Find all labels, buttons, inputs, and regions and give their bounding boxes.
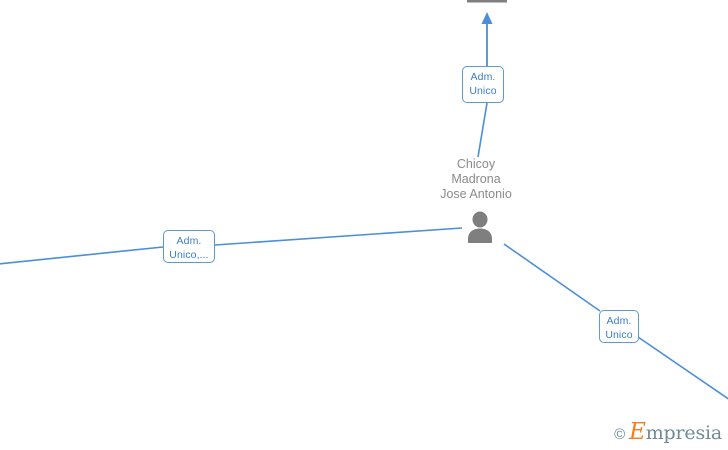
edge-label-adm-unico-top[interactable]: Adm. Unico	[462, 66, 504, 103]
brand-name: Empresia	[629, 421, 722, 444]
edge-bottom-right	[503, 243, 728, 400]
watermark-empresia: © Empresia	[614, 421, 722, 444]
person-icon	[468, 211, 492, 243]
copyright-icon: ©	[614, 426, 626, 443]
node-person-label: Chicoy Madrona Jose Antonio	[440, 157, 512, 201]
building-icon	[467, 0, 507, 3]
edge-left	[0, 227, 463, 265]
edge-person-to-company	[477, 12, 493, 158]
node-person-center[interactable]	[463, 211, 503, 245]
edge-label-adm-unico-left[interactable]: Adm. Unico,...	[163, 230, 215, 263]
node-company-top[interactable]	[465, 0, 509, 13]
brand-rest: mpresia	[645, 422, 722, 444]
edge-label-adm-unico-bottom-right[interactable]: Adm. Unico	[599, 310, 639, 343]
brand-initial: E	[629, 419, 646, 445]
